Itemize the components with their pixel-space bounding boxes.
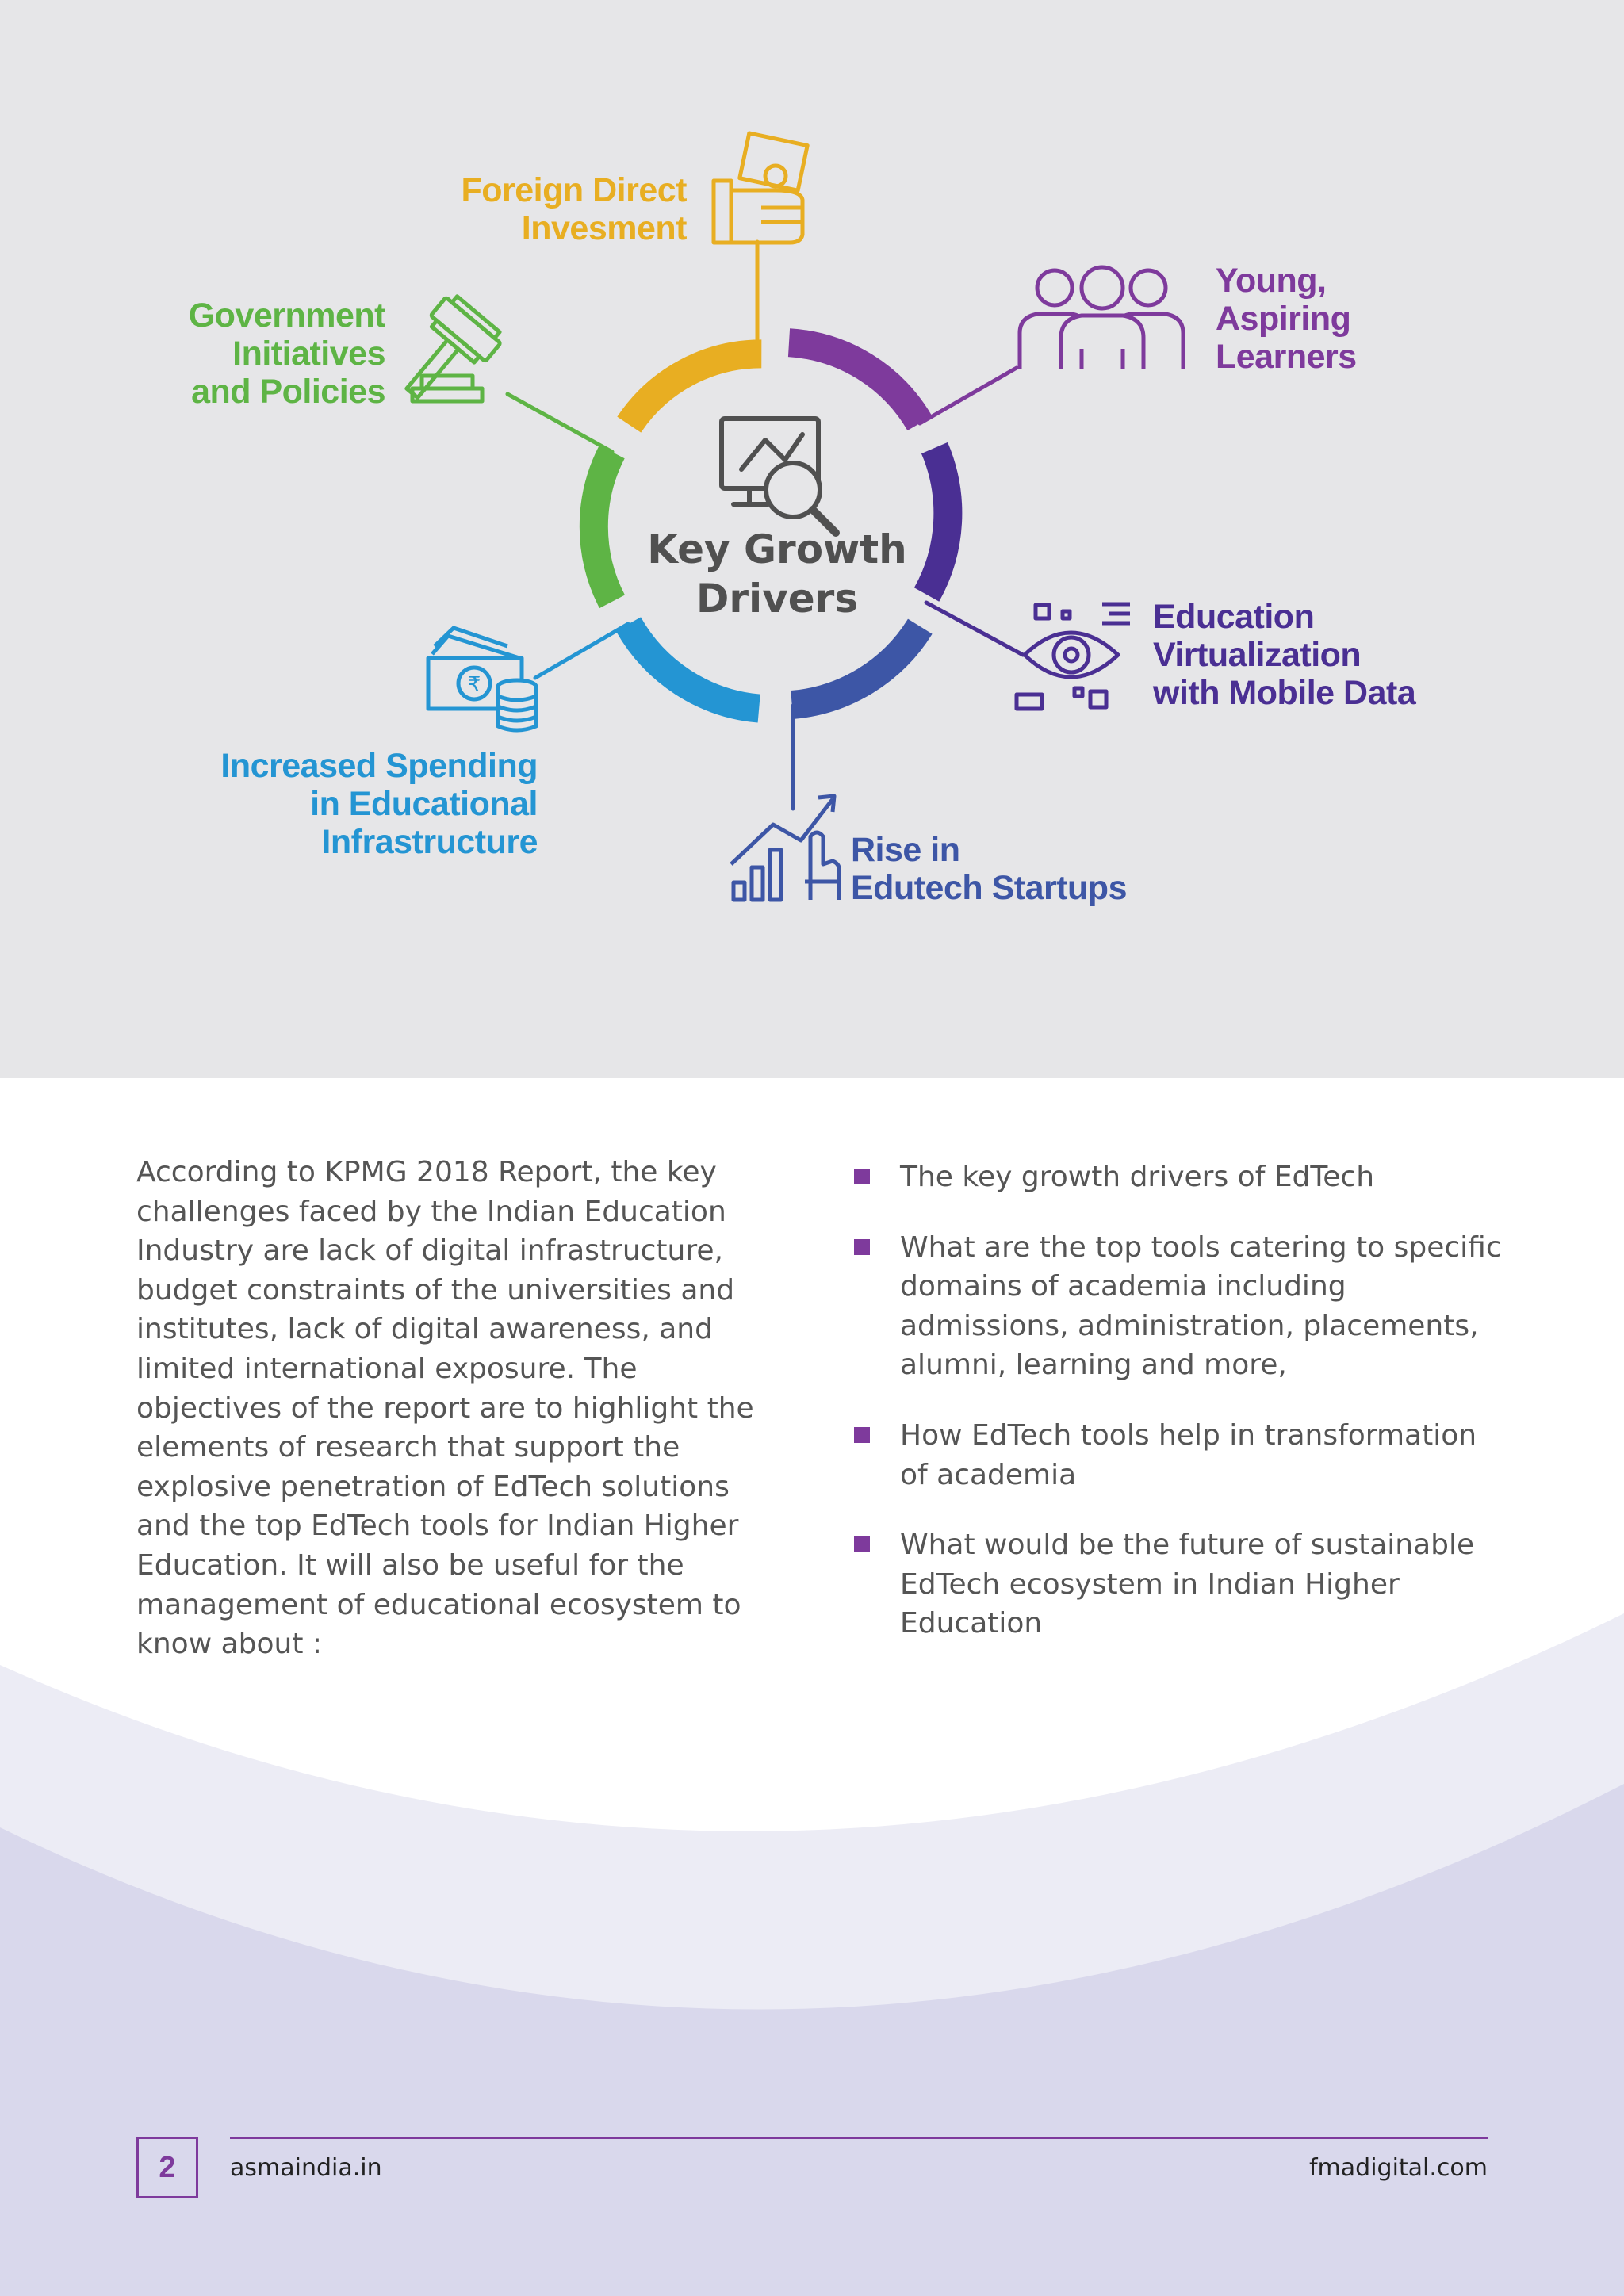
growth-drivers-diagram: ₹	[404, 131, 1185, 902]
wave-dark	[0, 1784, 1624, 2296]
gavel-icon	[404, 294, 502, 404]
ring-segment-startups	[790, 618, 933, 719]
page-number: 2	[136, 2137, 198, 2198]
list-item: How EdTech tools help in transformation …	[852, 1416, 1511, 1494]
list-item-text: How EdTech tools help in transformation …	[900, 1418, 1477, 1491]
ring-segment-young	[787, 328, 933, 431]
bullet-square-icon	[854, 1238, 870, 1255]
bullet-square-icon	[854, 1536, 870, 1553]
ring-segment-government	[579, 445, 626, 609]
connector-virtualization	[924, 600, 1025, 657]
intro-paragraph: According to KPMG 2018 Report, the key c…	[136, 1156, 754, 1661]
ring-segment-virtualization	[914, 442, 963, 602]
growth-chart-hand-icon	[730, 794, 841, 902]
connector-young	[917, 365, 1019, 426]
diagram-center-title: Key Growth Drivers	[647, 526, 907, 622]
ring-segment-spending	[615, 617, 761, 723]
ring-segment-fdi	[617, 339, 762, 433]
list-item-text: The key growth drivers of EdTech	[900, 1161, 1375, 1193]
list-item-text: What would be the future of sustainable …	[900, 1529, 1475, 1640]
driver-label-young: Young, Aspiring Learners	[1216, 262, 1357, 376]
eye-virtual-icon	[1014, 602, 1130, 711]
connector-government	[505, 392, 615, 454]
list-item: What are the top tools catering to speci…	[852, 1228, 1511, 1385]
driver-label-spending: Increased Spending in Educational Infras…	[220, 747, 538, 861]
list-item: The key growth drivers of EdTech	[852, 1158, 1511, 1197]
driver-label-fdi: Foreign Direct Invesment	[461, 171, 688, 247]
footer-link-fmadigital[interactable]: fmadigital.com	[1308, 2154, 1488, 2182]
group-of-people-icon	[1017, 265, 1185, 369]
rupee-money-coins-icon: ₹	[426, 626, 538, 733]
bullet-square-icon	[854, 1426, 870, 1443]
connector-spending	[533, 622, 630, 680]
list-item: What would be the future of sustainable …	[852, 1525, 1511, 1644]
analytics-monitor-magnifier-icon	[719, 416, 840, 537]
driver-label-government: Government Initiatives and Policies	[188, 297, 386, 411]
list-item-text: What are the top tools catering to speci…	[900, 1230, 1502, 1382]
driver-label-virtualization: Education Virtualization with Mobile Dat…	[1153, 598, 1416, 712]
footer-link-asmaindia[interactable]: asmaindia.in	[230, 2154, 382, 2182]
bullet-square-icon	[854, 1169, 870, 1184]
hand-money-icon	[711, 131, 810, 245]
footer-divider	[230, 2137, 1488, 2139]
objectives-list: The key growth drivers of EdTech What ar…	[852, 1158, 1511, 1674]
driver-label-startups: Rise in Edutech Startups	[851, 831, 1128, 907]
svg-text:₹: ₹	[468, 673, 481, 697]
